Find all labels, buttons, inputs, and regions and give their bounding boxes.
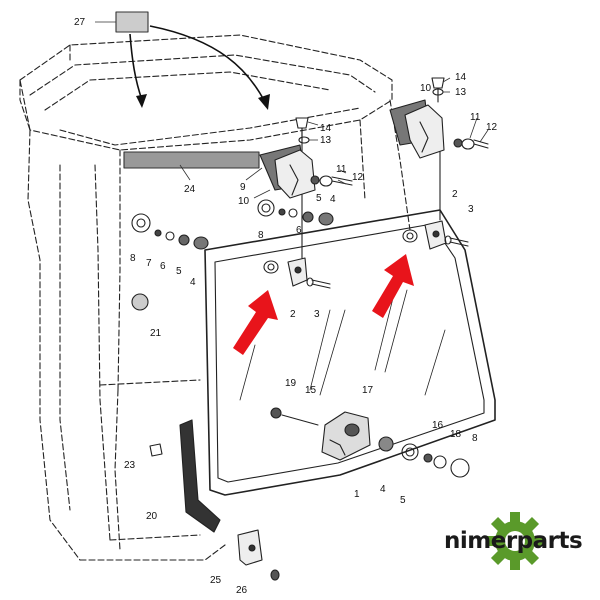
bolt-12-left (319, 175, 353, 187)
callout-9: 9 (240, 182, 246, 193)
leader-lines (95, 21, 489, 199)
callout-24: 24 (184, 184, 196, 195)
latch-17 (321, 411, 371, 461)
arrowhead-27a (136, 94, 147, 108)
callout-18: 18 (450, 429, 462, 440)
callout-3: 3 (314, 309, 320, 320)
upper-hinge-right (389, 99, 445, 159)
pad-27 (115, 11, 149, 33)
callout-5: 5 (176, 266, 182, 277)
callout-11: 11 (470, 112, 481, 123)
callout-1: 1 (354, 489, 360, 500)
callout-27: 27 (74, 17, 86, 28)
clip-23 (149, 443, 163, 457)
callout-21: 21 (150, 328, 162, 339)
seal-strip-20 (179, 419, 221, 533)
bolt-3-right (444, 235, 469, 247)
red-arrow-left (233, 290, 278, 355)
callout-23: 23 (124, 460, 136, 471)
callout-4: 4 (330, 194, 336, 205)
bolt-12-right (461, 138, 489, 150)
seal-strip-24 (123, 151, 260, 169)
cab-frame-outline (27, 99, 411, 561)
callout-4: 4 (380, 484, 386, 495)
nut-11-right (453, 138, 463, 148)
upper-hinge-left (259, 144, 316, 199)
callout-4: 4 (190, 277, 196, 288)
washer-13-left (298, 136, 310, 144)
callout-10: 10 (420, 83, 432, 94)
callout-8: 8 (472, 433, 478, 444)
washer-stack-upper (257, 199, 334, 226)
bolt-3-left (306, 277, 331, 289)
rear-window-glass (204, 209, 496, 496)
callout-3: 3 (468, 204, 474, 215)
callout-6: 6 (160, 261, 166, 272)
gear-icon (486, 512, 544, 570)
hinge-bracket-2-right (402, 220, 447, 250)
nut-11-left (310, 175, 320, 185)
red-arrow-right (372, 254, 414, 318)
callout-7: 7 (146, 258, 152, 269)
bracket-25 (237, 529, 263, 566)
callout-25: 25 (210, 575, 222, 586)
screw-26 (270, 569, 280, 581)
callout-12: 12 (352, 172, 364, 183)
callout-8: 8 (130, 253, 136, 264)
pointer-arrows-27 (129, 25, 266, 103)
brand-name: nimerparts (444, 528, 583, 554)
callout-19: 19 (285, 378, 297, 389)
callout-14: 14 (320, 123, 332, 134)
callout-13: 13 (455, 87, 467, 98)
washer-stack-lower (378, 436, 470, 478)
screw-15 (270, 407, 319, 426)
callout-14: 14 (455, 72, 467, 83)
callout-16: 16 (432, 420, 444, 431)
callout-8: 8 (258, 230, 264, 241)
grommet-21 (131, 293, 149, 311)
hinge-bracket-2-left (263, 257, 308, 287)
arrowhead-27b (258, 94, 270, 110)
callout-5: 5 (400, 495, 406, 506)
washer-stack-left (131, 213, 209, 250)
cab-roof-outline (19, 34, 393, 151)
callout-20: 20 (146, 511, 158, 522)
callout-13: 13 (320, 135, 332, 146)
callout-labels: 27 14 13 14 13 10 11 12 11 12 9 10 24 5 … (74, 17, 498, 596)
callout-2: 2 (452, 189, 458, 200)
callout-15: 15 (305, 385, 317, 396)
callout-2: 2 (290, 309, 296, 320)
callout-6: 6 (296, 225, 302, 236)
callout-26: 26 (236, 585, 248, 596)
bolt-14-left (295, 117, 309, 141)
callout-5: 5 (316, 193, 322, 204)
callout-12: 12 (486, 122, 498, 133)
glass-reflections (239, 289, 446, 401)
callout-17: 17 (362, 385, 374, 396)
callout-11: 11 (336, 164, 347, 175)
callout-10: 10 (238, 196, 250, 207)
